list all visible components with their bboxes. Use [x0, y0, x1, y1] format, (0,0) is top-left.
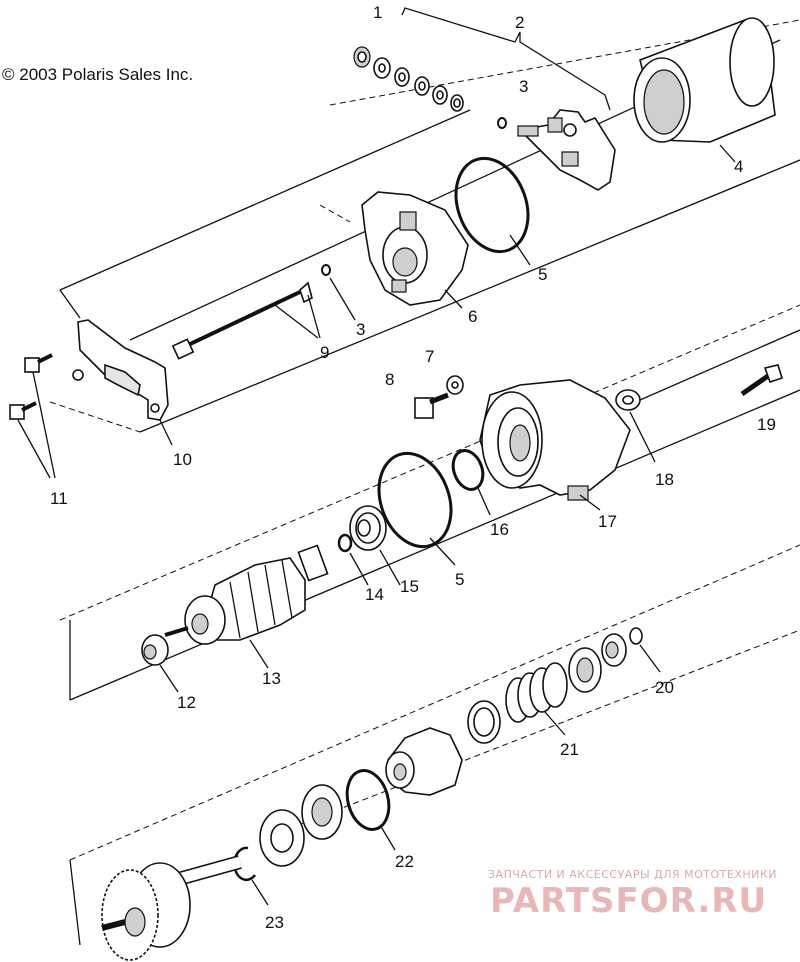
callout-23: 23: [265, 913, 284, 932]
bearing-15: [349, 505, 387, 551]
callout-1: 1: [373, 3, 382, 22]
callout-3-lower: 3: [356, 320, 365, 339]
through-bolt: [171, 281, 313, 360]
front-housing: [479, 379, 631, 501]
assembly-axis-lines: [49, 19, 800, 946]
callout-12: 12: [177, 693, 196, 712]
thrust-washers: [259, 784, 343, 867]
watermark-tagline: ЗАПЧАСТИ И АКСЕССУАРЫ ДЛЯ МОТОТЕХНИКИ: [488, 868, 777, 881]
callout-16: 16: [490, 520, 509, 539]
group-bracket: [401, 7, 611, 111]
clutch-stack: [467, 627, 643, 744]
plug-8: [414, 392, 449, 419]
o-ring-16: [451, 449, 485, 491]
callout-9: 9: [320, 343, 329, 362]
yoke-housing: [633, 17, 776, 163]
callout-2: 2: [515, 13, 524, 32]
circlip-14: [337, 533, 353, 553]
callout-22: 22: [395, 852, 414, 871]
rear-cover: [361, 191, 469, 306]
callout-20: 20: [655, 678, 674, 697]
callout-19: 19: [757, 415, 776, 434]
callout-5-lower: 5: [455, 570, 464, 589]
armature: [164, 544, 329, 645]
callout-14: 14: [365, 585, 384, 604]
callout-17: 17: [598, 512, 617, 531]
o-ring-lower: [377, 451, 453, 549]
callout-5-upper: 5: [538, 265, 547, 284]
callout-10: 10: [173, 450, 192, 469]
callout-6: 6: [468, 307, 477, 326]
callout-15: 15: [400, 577, 419, 596]
o-ring-upper: [454, 156, 530, 254]
bolt-19: [740, 364, 783, 397]
callout-18: 18: [655, 470, 674, 489]
callout-8: 8: [385, 370, 394, 389]
callout-4: 4: [734, 157, 743, 176]
callout-21: 21: [560, 740, 579, 759]
callout-7: 7: [425, 347, 434, 366]
drive-assembly: [385, 727, 463, 796]
callout-11: 11: [50, 489, 68, 508]
brush-holder: [517, 109, 616, 191]
callout-numbers: 1 2 3 4 5 6 3 9 10 11 7 8 19 18 17 16 5 …: [50, 3, 776, 932]
watermark-brand: PARTSFOR.RU: [490, 881, 767, 921]
mounting-bracket: [72, 319, 169, 421]
bracket-bolts: [9, 353, 53, 420]
bushing-12: [141, 634, 169, 666]
copyright-text: © 2003 Polaris Sales Inc.: [2, 65, 193, 84]
washer-set: [353, 46, 464, 112]
pinion-gear: [101, 855, 242, 961]
callout-3-upper: 3: [519, 77, 528, 96]
callout-13: 13: [262, 669, 281, 688]
ring-22: [345, 769, 391, 831]
